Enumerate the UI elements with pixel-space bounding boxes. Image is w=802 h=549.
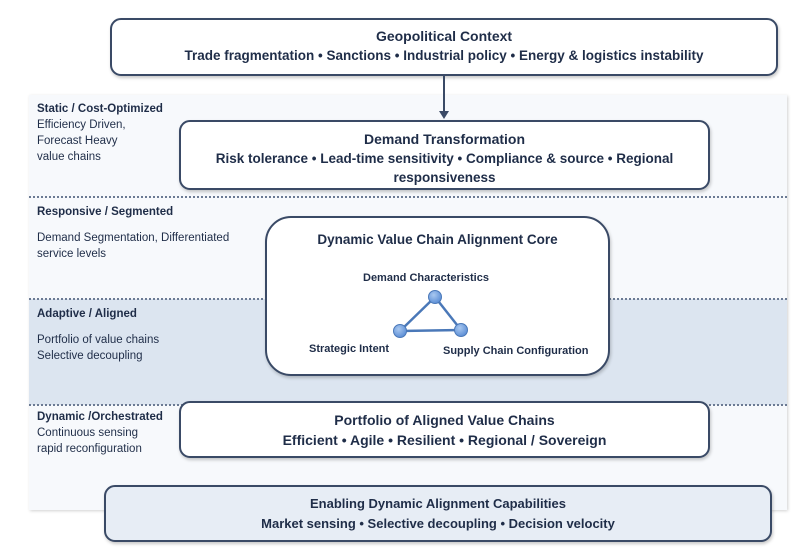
triangle-edge <box>399 296 436 332</box>
band-desc: Selective decoupling <box>37 350 143 362</box>
enabling-subtitle: Market sensing • Selective decoupling • … <box>261 516 615 531</box>
band-divider <box>29 196 787 198</box>
band-title: Static / Cost-Optimized <box>37 103 163 115</box>
portfolio-box: Portfolio of Aligned Value Chains Effici… <box>179 401 710 458</box>
enabling-capabilities-box: Enabling Dynamic Alignment Capabilities … <box>104 485 772 542</box>
band-desc: service levels <box>37 248 107 260</box>
geopolitical-context-box: Geopolitical Context Trade fragmentation… <box>110 18 778 76</box>
node-supply <box>454 323 468 337</box>
flow-arrow <box>443 76 445 114</box>
band-dynamic: Dynamic /Orchestrated Continuous sensing… <box>29 405 787 510</box>
core-title: Dynamic Value Chain Alignment Core <box>317 232 558 247</box>
triangle-edge <box>434 296 462 331</box>
portfolio-title: Portfolio of Aligned Value Chains <box>334 412 555 428</box>
node-label-strategic: Strategic Intent <box>309 343 390 355</box>
band-title: Dynamic /Orchestrated <box>37 411 163 423</box>
band-desc: value chains <box>37 151 101 163</box>
band-desc: Forecast Heavy <box>37 135 118 147</box>
band-desc: rapid reconfiguration <box>37 443 142 455</box>
band-desc: Continuous sensing <box>37 427 139 439</box>
band-desc: Demand Segmentation, Differentiated <box>37 232 230 244</box>
demand-transformation-box: Demand Transformation Risk tolerance • L… <box>179 120 710 190</box>
band-title: Responsive / Segmented <box>37 206 174 218</box>
demand-title: Demand Transformation <box>363 131 526 147</box>
geopolitical-title: Geopolitical Context <box>375 28 513 44</box>
arrow-head-icon <box>439 111 449 119</box>
band-static: Static / Cost-Optimized Efficiency Drive… <box>29 95 787 197</box>
enabling-title: Enabling Dynamic Alignment Capabilities <box>310 496 566 511</box>
band-desc: Efficiency Driven, <box>37 119 126 131</box>
node-strategic <box>393 324 407 338</box>
node-label-supply: Supply Chain Configuration <box>443 345 589 357</box>
alignment-core-box: Dynamic Value Chain Alignment Core Deman… <box>265 216 610 376</box>
band-title: Adaptive / Aligned <box>37 308 137 320</box>
demand-subtitle: Risk tolerance • Lead-time sensitivity •… <box>215 151 674 185</box>
node-demand <box>428 290 442 304</box>
portfolio-subtitle: Efficient • Agile • Resilient • Regional… <box>282 432 607 448</box>
node-label-demand: Demand Characteristics <box>363 272 489 284</box>
alignment-triangle <box>393 290 468 338</box>
band-desc: Portfolio of value chains <box>37 334 160 346</box>
band-responsive: Responsive / Segmented Demand Segmentati… <box>29 197 787 299</box>
triangle-edge <box>399 328 462 333</box>
geopolitical-subtitle: Trade fragmentation • Sanctions • Indust… <box>184 48 704 63</box>
